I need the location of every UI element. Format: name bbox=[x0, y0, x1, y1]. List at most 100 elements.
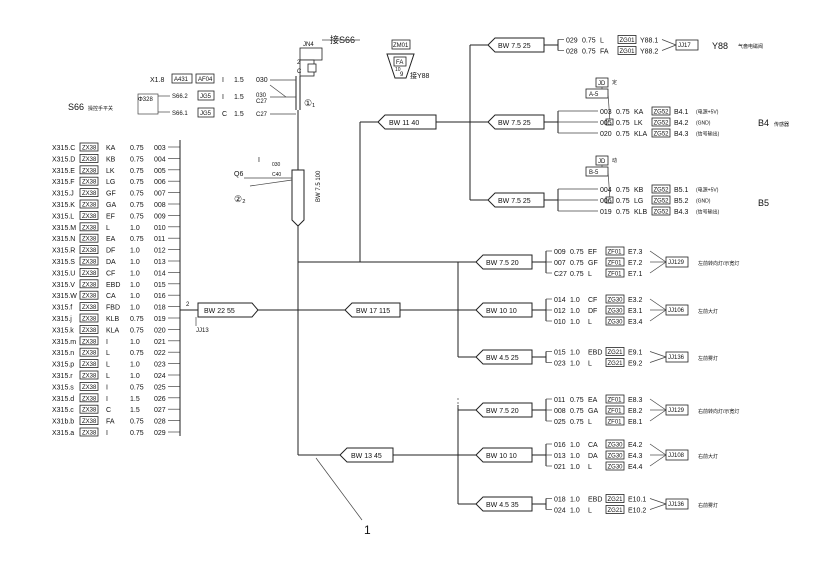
row-sig: EBD bbox=[106, 282, 120, 289]
row-wire: 006 bbox=[154, 179, 166, 186]
row-wire: 024 bbox=[554, 508, 566, 515]
jd-box: JD bbox=[598, 81, 606, 87]
row-wire: 010 bbox=[554, 319, 566, 326]
row-pin: E7.1 bbox=[628, 271, 643, 278]
vertical-trunk: BW 7.5 100 Q6 I 030 C40 ②₂ 1 bbox=[234, 110, 371, 537]
row-tag: ZX38 bbox=[82, 282, 97, 288]
row-wire: 021 bbox=[154, 339, 166, 346]
row-wire: 019 bbox=[154, 316, 166, 323]
row-x: X315.a bbox=[52, 430, 74, 437]
row-size: 0.75 bbox=[616, 209, 630, 216]
row-sig: CF bbox=[106, 270, 115, 277]
row-size: 1.0 bbox=[570, 453, 580, 460]
row-tag: ZX38 bbox=[82, 146, 97, 152]
row-tag: ZX38 bbox=[82, 362, 97, 368]
q6-label: Q6 bbox=[234, 171, 243, 178]
row-tag: ZX38 bbox=[82, 328, 97, 334]
row-tag: ZF01 bbox=[608, 398, 623, 404]
row-size: 0.75 bbox=[616, 187, 630, 194]
row-size: 0.75 bbox=[570, 271, 584, 278]
row-wire: 020 bbox=[600, 131, 612, 138]
row-tag: ZG52 bbox=[654, 199, 670, 205]
row-tag: ZX38 bbox=[82, 317, 97, 323]
row-wire: 019 bbox=[600, 209, 612, 216]
row-sig: L bbox=[588, 419, 592, 426]
row-sig: CA bbox=[588, 442, 598, 449]
row-tag: ZG52 bbox=[654, 121, 670, 127]
row-size: 1.0 bbox=[130, 270, 140, 277]
row-size: 1.0 bbox=[130, 362, 140, 369]
i-mark: I bbox=[258, 157, 260, 164]
zm01-label: 接Y88 bbox=[410, 71, 430, 80]
row-sig: KB bbox=[106, 156, 116, 163]
row-sig: L bbox=[588, 319, 592, 326]
row-wire: 008 bbox=[554, 408, 566, 415]
row-size: 0.75 bbox=[130, 179, 144, 186]
row-sig: GA bbox=[106, 202, 116, 209]
row-size: 1.0 bbox=[570, 442, 580, 449]
row-size: 0.75 bbox=[130, 156, 144, 163]
row-tag: ZX38 bbox=[82, 191, 97, 197]
zm01-id: ZM01 bbox=[393, 43, 409, 49]
row-size: 0.75 bbox=[130, 327, 144, 334]
row-x: X315.N bbox=[52, 236, 75, 243]
row-wire: 020 bbox=[154, 327, 166, 334]
row-sig: CF bbox=[588, 297, 597, 304]
row-pin: E7.3 bbox=[628, 249, 643, 256]
row-wire: 004 bbox=[154, 156, 166, 163]
row-x: X315.p bbox=[52, 362, 74, 369]
branch-conn: JJ136 bbox=[668, 355, 685, 361]
row-size: 0.75 bbox=[130, 213, 144, 220]
row-size: 0.75 bbox=[582, 38, 596, 45]
row-sig: L bbox=[588, 508, 592, 515]
branch-bw-label: BW 10 10 bbox=[486, 308, 517, 315]
row-pin: B5.1 bbox=[674, 187, 689, 194]
row-size: 0.75 bbox=[616, 109, 630, 116]
branch-desc: 气嗇电磁阀 bbox=[738, 43, 763, 50]
row-tag: ZX38 bbox=[82, 180, 97, 186]
branch-desc: 左前雾灯 bbox=[698, 355, 718, 362]
branch-desc: 右前雾灯 bbox=[698, 502, 718, 509]
branch-conn: JJ17 bbox=[678, 43, 691, 49]
row-size: 1.0 bbox=[130, 225, 140, 232]
branch-conn: JJ106 bbox=[668, 308, 685, 314]
callout-1-top: ①₁ bbox=[304, 98, 315, 108]
s66-row2-size: 1.5 bbox=[234, 111, 244, 118]
s66-header-size: 1.5 bbox=[234, 77, 244, 84]
row-wire: 015 bbox=[154, 282, 166, 289]
row-sig: KLB bbox=[106, 316, 120, 323]
row-x: X315.n bbox=[52, 350, 74, 357]
row-tag: ZX38 bbox=[82, 305, 97, 311]
svg-text:C: C bbox=[297, 69, 302, 75]
row-size: 0.75 bbox=[130, 202, 144, 209]
row-size: 0.75 bbox=[130, 191, 144, 198]
row-pin: E8.2 bbox=[628, 408, 643, 415]
row-note: (GND) bbox=[696, 121, 711, 127]
branch-bw-label: BW 7.5 25 bbox=[498, 43, 531, 50]
row-pin: E4.2 bbox=[628, 442, 643, 449]
s66-row2-pin: C bbox=[222, 111, 227, 118]
row-x: X315.R bbox=[52, 248, 75, 255]
branch-bw-label: BW 4.5 25 bbox=[486, 355, 519, 362]
row-size: 1.0 bbox=[130, 305, 140, 312]
row-wire: 014 bbox=[154, 270, 166, 277]
row-tag: ZX38 bbox=[82, 203, 97, 209]
row-sig: DA bbox=[106, 259, 116, 266]
jd-box: JD bbox=[598, 159, 606, 165]
s66-header-pin: I bbox=[222, 77, 224, 84]
